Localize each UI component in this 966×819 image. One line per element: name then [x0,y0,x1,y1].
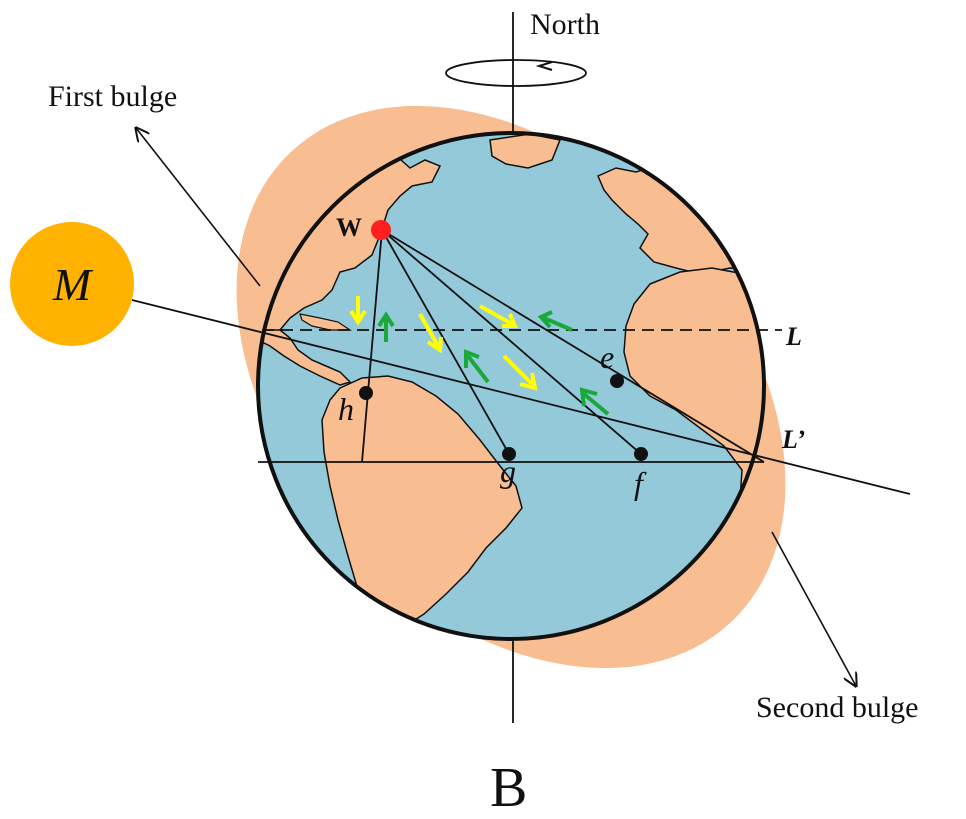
earth-outline [256,131,766,641]
first-bulge-pointer [136,128,261,287]
reference-lines [131,229,911,495]
green-arrow-2 [464,349,490,384]
line-w-to-e [381,229,765,463]
point-h-label: h [338,391,354,427]
line-w-to-h [361,229,383,463]
point-h-marker [359,386,373,400]
south-america-landmass [321,375,523,637]
point-g-marker [502,447,516,461]
green-arrow-4 [579,387,610,416]
yellow-arrow-4 [502,354,538,391]
second-bulge-pointer [771,531,856,686]
point-f-marker [634,447,648,461]
yellow-arrow-1 [349,296,367,326]
point-e-label: e [600,339,614,375]
second-bulge-label: Second bulge [756,691,918,724]
counterclockwise-rotation-arrow-icon [445,59,587,87]
central-america-landmass [258,329,352,386]
line-w-to-g [381,229,510,455]
point-g-label: g [500,453,516,489]
moon-label: M [52,259,94,310]
green-arrow-3 [537,310,573,332]
north-label: North [530,8,600,41]
yellow-arrow-2 [418,313,443,354]
point-w-marker [371,220,391,240]
yellow-arrow-3 [479,304,518,328]
moon: M [10,222,134,346]
earth-globe [256,131,766,641]
point-e-marker [610,374,624,388]
first-bulge-label: First bulge [48,80,177,113]
moon-disc [10,222,134,346]
green-arrow-1 [377,311,395,342]
tidal-flow-arrow-icon [349,296,610,416]
point-w-label: W [336,213,362,242]
points [359,220,648,461]
panel-label: B [490,757,527,814]
line-w-to-f [381,229,642,455]
line-l-prime-label: L’ [781,425,805,454]
line-l-label: L [785,322,802,351]
line-l-prime-moon-line [131,299,911,495]
